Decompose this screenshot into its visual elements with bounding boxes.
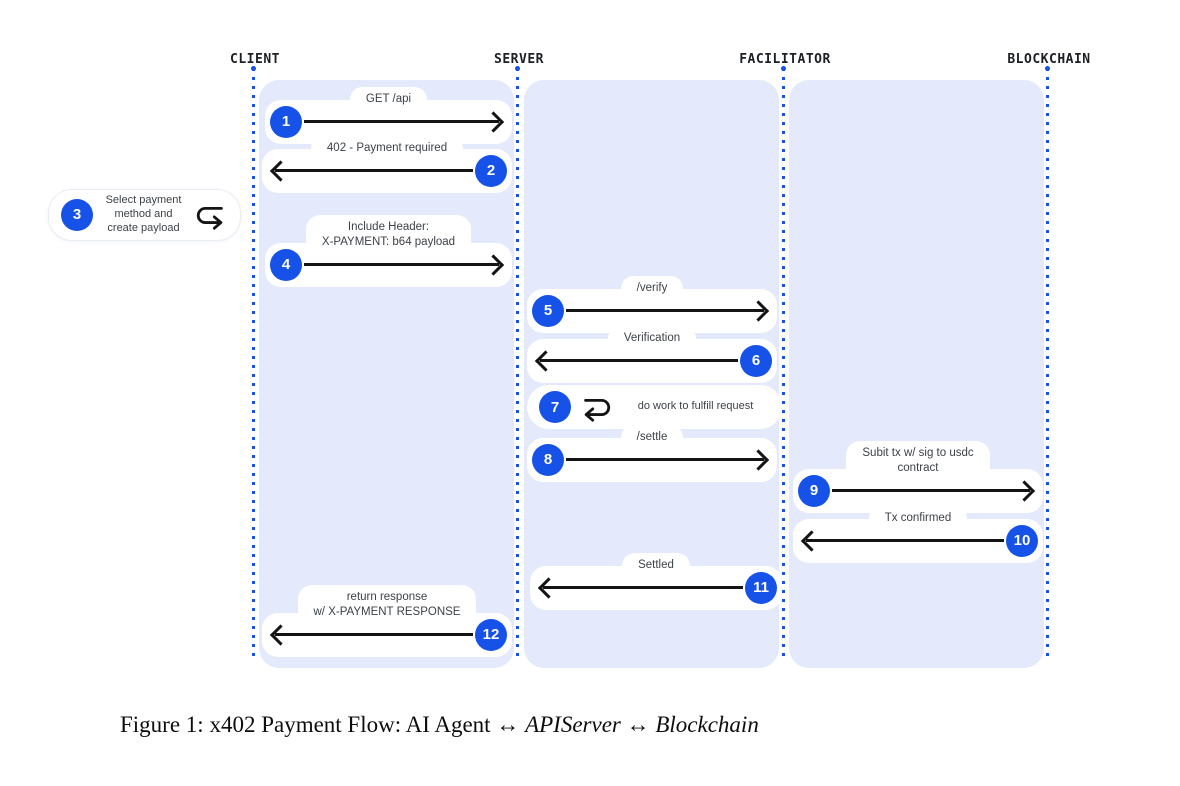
arrow-line [566,449,770,471]
message-label: Subit tx w/ sig to usdc contract [846,441,990,481]
sequence-number-badge: 3 [61,198,93,231]
arrowhead-icon [269,160,292,182]
sequence-number-badge: 1 [270,105,302,138]
lifeline-blockchain [1045,66,1050,662]
figure-caption: Figure 1: x402 Payment Flow: AI Agent ↔ … [120,712,759,738]
arrow-line [269,160,473,182]
caption-prefix: Figure 1: x402 Payment Flow: AI Agent [120,712,491,737]
sequence-number-badge: 2 [475,154,507,187]
arrow-line [269,624,473,646]
uturn-right-icon [196,206,223,230]
arrowhead-icon [482,111,505,133]
actor-label-client: CLIENT [230,52,280,67]
arrow-line [566,300,770,322]
message-label: /verify [620,276,684,301]
message-label: Verification [607,326,697,351]
left-right-arrow-glyph: ↔ [496,712,520,737]
left-right-arrow-glyph: ↔ [626,712,650,737]
message-7: 7 do work to fulfill request [527,385,782,429]
arrowhead-icon [747,300,770,322]
sequence-number-badge: 9 [798,474,830,507]
arrow-line [534,350,738,372]
panel-facilitator-blockchain [789,80,1044,668]
message-label: Tx confirmed [868,506,968,531]
arrow-line [304,111,505,133]
arrow-line [832,480,1036,502]
caption-blockchain: Blockchain [655,712,759,737]
message-6: Verification 6 [527,326,777,383]
message-10: Tx confirmed 10 [793,506,1043,563]
message-8: /settle 8 [527,425,777,482]
message-11: Settled 11 [530,553,782,610]
sequence-number-badge: 5 [532,294,564,327]
arrowhead-icon [534,350,557,372]
arrowhead-icon [537,577,560,599]
arrowhead-icon [800,530,823,552]
message-5: /verify 5 [527,276,777,333]
sequence-number-badge: 11 [745,571,777,604]
message-4: Include Header: X-PAYMENT: b64 payload 4 [265,215,512,287]
sequence-number-badge: 12 [475,618,507,651]
message-label: Settled [622,553,690,578]
message-1: GET /api 1 [265,87,512,144]
message-9: Subit tx w/ sig to usdc contract 9 [793,441,1043,513]
arrow-line [304,254,505,276]
sequence-number-badge: 8 [532,443,564,476]
sequence-number-badge: 10 [1006,524,1038,557]
sequence-number-badge: 4 [270,248,302,281]
lifeline-facilitator [781,66,786,662]
arrow-line [800,530,1004,552]
message-label: Include Header: X-PAYMENT: b64 payload [305,215,472,255]
message-label: Select payment method and create payload [105,194,182,234]
arrow-line [537,577,743,599]
sequence-number-badge: 6 [740,344,772,377]
message-2: 402 - Payment required 2 [262,136,512,193]
message-label: GET /api [349,87,428,112]
arrowhead-icon [1013,480,1036,502]
message-12: return response w/ X-PAYMENT RESPONSE 12 [262,585,512,657]
actor-label-facilitator: FACILITATOR [739,52,831,67]
message-label: return response w/ X-PAYMENT RESPONSE [297,585,477,625]
message-label: /settle [620,425,684,450]
message-3: 3 Select payment method and create paylo… [48,189,241,241]
actor-label-blockchain: BLOCKCHAIN [1007,52,1091,67]
arrowhead-icon [747,449,770,471]
sequence-number-badge: 7 [539,391,571,423]
lifeline-client [251,66,256,662]
caption-apiserver: APIServer [525,712,621,737]
actor-label-server: SERVER [494,52,544,67]
uturn-left-icon [584,398,611,422]
lifeline-server [515,66,520,662]
message-label: do work to fulfill request [637,400,754,413]
arrowhead-icon [482,254,505,276]
message-label: 402 - Payment required [310,136,464,161]
arrowhead-icon [269,624,292,646]
